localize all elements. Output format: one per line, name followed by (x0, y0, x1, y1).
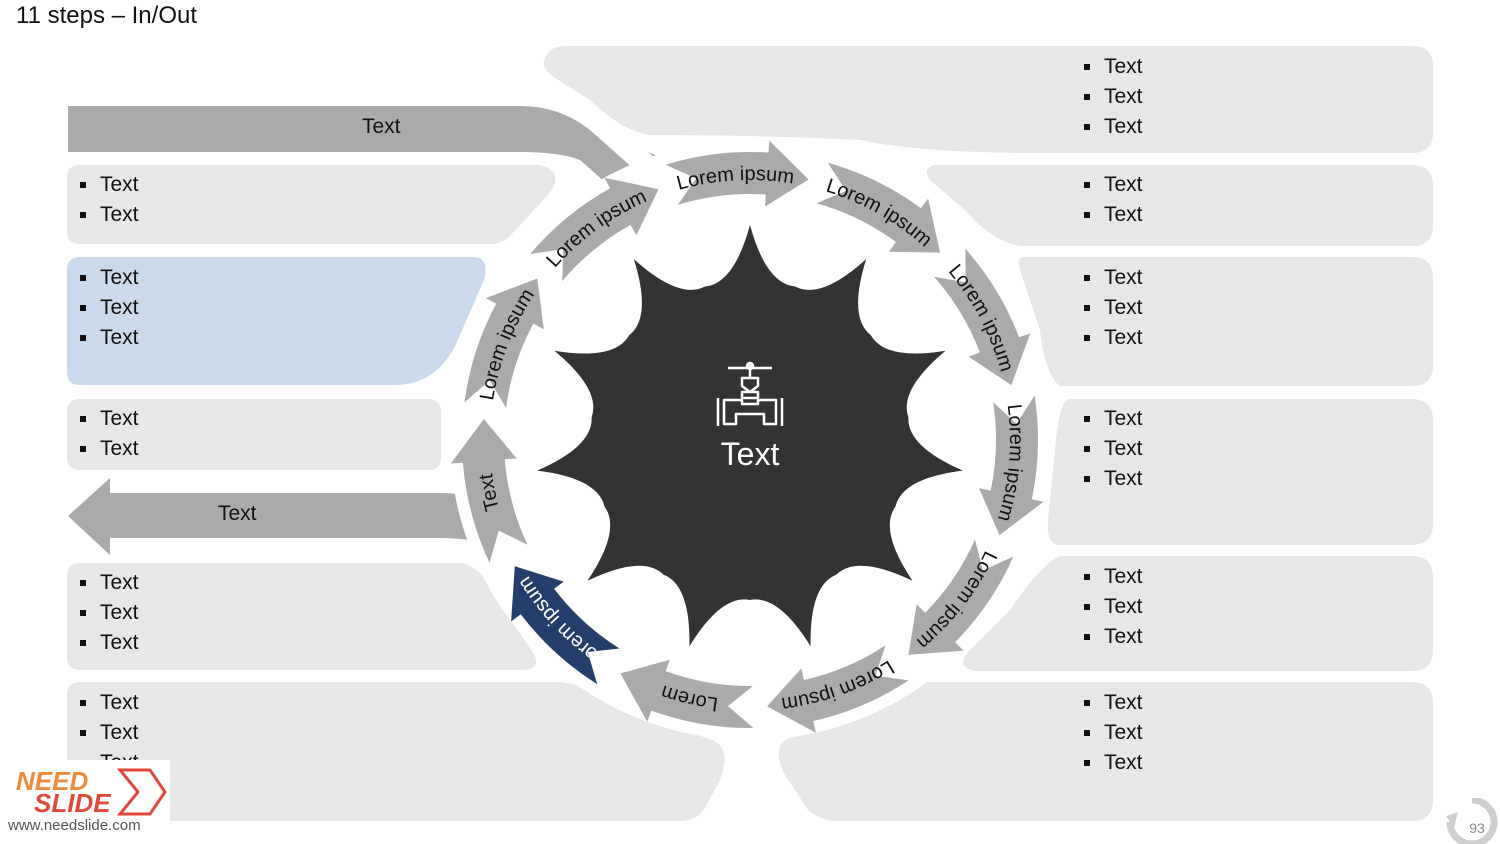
right-panel-2-bg (926, 165, 1433, 246)
list-item: Text (1084, 718, 1143, 748)
step-arrow-6 (979, 395, 1044, 536)
step-arrow-10 (511, 566, 620, 685)
right-panel-6: Text Text Text (1084, 688, 1143, 778)
center-star (537, 225, 963, 647)
step-arrow-9 (620, 659, 754, 729)
valve-pipe-icon (716, 361, 784, 426)
step-arrow-4 (816, 162, 941, 253)
list-item: Text (1084, 293, 1143, 323)
left-panel-5-bg (67, 682, 725, 821)
list-item: Text (1084, 52, 1143, 82)
out-arrow-label: Text (218, 502, 257, 525)
list-item: Text (80, 434, 139, 464)
list-item: Text (80, 200, 139, 230)
right-panel-6-bg (778, 682, 1433, 821)
list-item: Text (1084, 464, 1143, 494)
left-panel-4-bg (67, 563, 537, 670)
step-arrow-3 (665, 140, 809, 207)
list-item: Text (1084, 434, 1143, 464)
list-item: Text (80, 568, 139, 598)
page-number-badge-icon (1446, 798, 1498, 844)
list-item: Text (80, 170, 139, 200)
left-panel-3: Text Text (80, 404, 139, 464)
logo-line2: SLIDE (34, 788, 111, 818)
list-item: Text (1084, 263, 1143, 293)
right-panels-bg (543, 46, 1433, 821)
logo-line1: NEED (16, 766, 88, 796)
right-panel-5: Text Text Text (1084, 562, 1143, 652)
right-panel-4-bg (1047, 399, 1433, 545)
needslide-logo[interactable]: NEED SLIDE (0, 760, 170, 844)
list-item: Text (1084, 200, 1143, 230)
list-item: Text (80, 718, 139, 748)
list-item: Text (1084, 622, 1143, 652)
list-item: Text (80, 293, 139, 323)
list-item: Text (80, 263, 139, 293)
step-arrow-5 (934, 248, 1031, 386)
left-panel-1: Text Text (80, 170, 139, 230)
in-arrow (68, 106, 696, 220)
center-label: Text (720, 436, 780, 472)
out-arrow (68, 478, 540, 555)
list-item: Text (1084, 404, 1143, 434)
step-arrow-7 (908, 539, 1014, 655)
step-arrow-2 (530, 177, 659, 282)
in-arrow-label: Text (362, 115, 401, 138)
right-panel-4: Text Text Text (1084, 404, 1143, 494)
list-item: Text (80, 688, 139, 718)
slide-title: 11 steps – In/Out (16, 2, 197, 29)
right-panel-3-bg (1018, 257, 1433, 386)
right-panel-1-bg (543, 46, 1433, 153)
left-panel-2: Text Text Text (80, 263, 139, 353)
right-panel-3: Text Text Text (1084, 263, 1143, 353)
logo-url[interactable]: www.needslide.com (8, 817, 141, 834)
list-item: Text (1084, 562, 1143, 592)
list-item: Text (1084, 748, 1143, 778)
list-item: Text (1084, 112, 1143, 142)
right-panel-5-bg (962, 556, 1433, 671)
left-panel-4: Text Text Text (80, 568, 139, 658)
list-item: Text (80, 598, 139, 628)
step-arrow-11 (450, 419, 528, 563)
list-item: Text (1084, 592, 1143, 622)
list-item: Text (80, 323, 139, 353)
left-panels-bg (67, 165, 725, 821)
left-panel-2-bg (67, 257, 486, 385)
list-item: Text (1084, 688, 1143, 718)
step-arrow-8 (767, 645, 909, 733)
list-item: Text (80, 404, 139, 434)
right-panel-2: Text Text (1084, 170, 1143, 230)
list-item: Text (1084, 323, 1143, 353)
list-item: Text (80, 628, 139, 658)
step-arrow-1 (464, 278, 544, 408)
left-panel-5: Text Text Text (80, 688, 139, 766)
left-panel-3-bg (67, 399, 441, 470)
right-panel-1: Text Text Text (1084, 52, 1143, 142)
list-item: Text (1084, 170, 1143, 200)
page-number: 93 (1469, 820, 1485, 836)
left-panel-1-bg (67, 165, 556, 244)
list-item: Text (1084, 82, 1143, 112)
